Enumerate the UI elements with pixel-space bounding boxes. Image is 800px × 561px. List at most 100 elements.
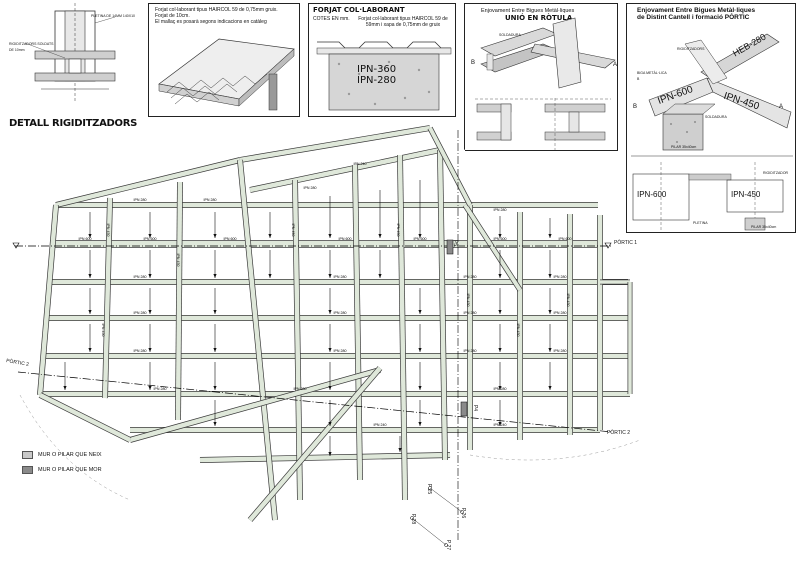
panel-unio-rotula: Enjovament Entre Bigues Metàl·liques UNI… [464,3,618,151]
beam-label: IPN 280 [334,275,347,279]
detail-pilar-label: PILAR 35x40cm [751,225,777,229]
span-arrowhead [548,386,552,390]
beam [102,197,113,399]
beam-label: IPN 450 [396,224,400,237]
span-arrowhead [148,274,152,278]
beam-label: IPN 280 [494,387,507,391]
beam-label: IPN 450 [466,294,470,307]
beam-label: IPN 280 [494,208,507,212]
beam-outline [237,159,278,521]
beam-outline [397,154,408,501]
beam-label: IPN 280 [464,349,477,353]
span-arrowhead [213,348,217,352]
beam-label: IPN 280 [334,311,347,315]
beam [175,181,183,421]
pillar-p4 [460,401,468,417]
legend-row-mor: MUR O PILAR QUE MOR [22,466,102,474]
portic-label-b: B [633,104,638,110]
panel-portic: Enjovament Entre Bigues Metàl·liques de … [626,3,796,233]
span-arrowhead [88,274,92,278]
portic-label-biga: BIGA METÀL·LICA B [637,71,667,81]
legend-swatch-nou [22,451,33,459]
span-arrowhead [328,310,332,314]
span-arrowhead [548,310,552,314]
portic-title-1: Enjovament Entre Bigues Metàl·liques [637,7,756,14]
beam-label: IPN 280 [464,275,477,279]
beam-outline [38,392,132,443]
axis-marker-right [604,242,612,249]
beam-label: IPN 280 [134,349,147,353]
span-arrowhead [213,310,217,314]
legend-label-mor: MUR O PILAR QUE MOR [38,467,102,473]
span-arrowhead [498,234,502,238]
span-arrowhead [268,274,272,278]
span-arrowhead [213,274,217,278]
portic-label-rigid: RIGIDITZADORS [677,47,705,51]
beam-outline [199,452,451,463]
span-arrowhead [418,422,422,426]
beam-label: IPN 280 [554,349,567,353]
beam [37,204,59,396]
forjat-note-line-2: Forjat de 10cm. [155,13,190,19]
beam-label: IPN 280 [294,387,307,391]
beam-outline [37,204,59,396]
beam-label: IPN 280 [134,198,147,202]
span-arrowhead [148,234,152,238]
beam-label: IPN 280 [334,349,347,353]
label-pletina: PLETINA DE 14MM 140X10 [91,14,135,18]
detail-ipn450-label: IPN-450 [731,190,761,199]
beam-outline [55,157,241,208]
beam-label: IPN 280 [304,186,317,190]
unio-label-soldadura: SOLDADURA [499,33,521,37]
span-arrowhead [548,274,552,278]
panel-forjat-iso: Forjat col·laborant tipus HAIRCOL 59 de … [148,3,300,117]
beam [239,125,431,163]
detail-pletina-label: PLETINA [693,221,708,225]
portic-drawing [631,33,793,231]
beam [292,179,303,501]
span-arrowhead [148,310,152,314]
survey-line [411,517,447,546]
beam-outline [247,366,383,522]
beam-outline [292,179,303,501]
survey-line [429,487,463,513]
pillar-p5-label: P5 [452,239,459,247]
span-arrowhead [148,348,152,352]
beam-label: IPN 450 [566,294,570,307]
span-arrowhead [498,310,502,314]
panel-forjat-collaborant: FORJAT COL·LABORANT COTES EN mm. Forjat … [308,3,456,117]
span-arrowhead [498,386,502,390]
span-arrowhead [418,386,422,390]
span-arrowhead [213,386,217,390]
point-p25-label: P 25 [426,483,433,495]
axis-portic-2 [17,371,613,433]
beam-label: IPN 280 [554,311,567,315]
span-arrowhead [63,386,67,390]
panel-detall-rigiditzadors: PLETINA DE 14MM 140X10 RIGIDITZADORS SOL… [5,3,141,136]
span-arrowhead [498,274,502,278]
beam-label: IPN 600 [414,237,427,241]
beam-label: IPN 280 [464,311,477,315]
portic-label-pilar: PILAR 35x40cm [671,145,697,149]
label-rigiditzadors: RIGIDITZADORS SOLDATS DE 10mm [9,42,54,52]
span-arrowhead [398,448,402,452]
beam [199,452,451,463]
unio-drawing [475,17,616,150]
panel-title-rigiditzadors: DETALL RIGIDITZADORS [9,118,138,129]
span-arrowhead [268,234,272,238]
detail-ipn600-label: IPN-600 [637,190,667,199]
beam-label: IPN 240 [374,423,387,427]
beam-outline [352,164,363,481]
unio-label-b: B [471,60,476,66]
span-arrowhead [548,234,552,238]
beam [55,157,241,208]
span-arrowhead [498,422,502,426]
span-arrowhead [328,348,332,352]
forjat-note-line-1: Forjat col·laborant tipus HAIRCOL 59 de … [155,7,278,13]
span-arrowhead [88,234,92,238]
span-arrowhead [548,348,552,352]
beam-label: IPN 450 [291,224,295,237]
span-arrowhead [328,234,332,238]
beam [237,159,278,521]
span-arrowhead [328,274,332,278]
